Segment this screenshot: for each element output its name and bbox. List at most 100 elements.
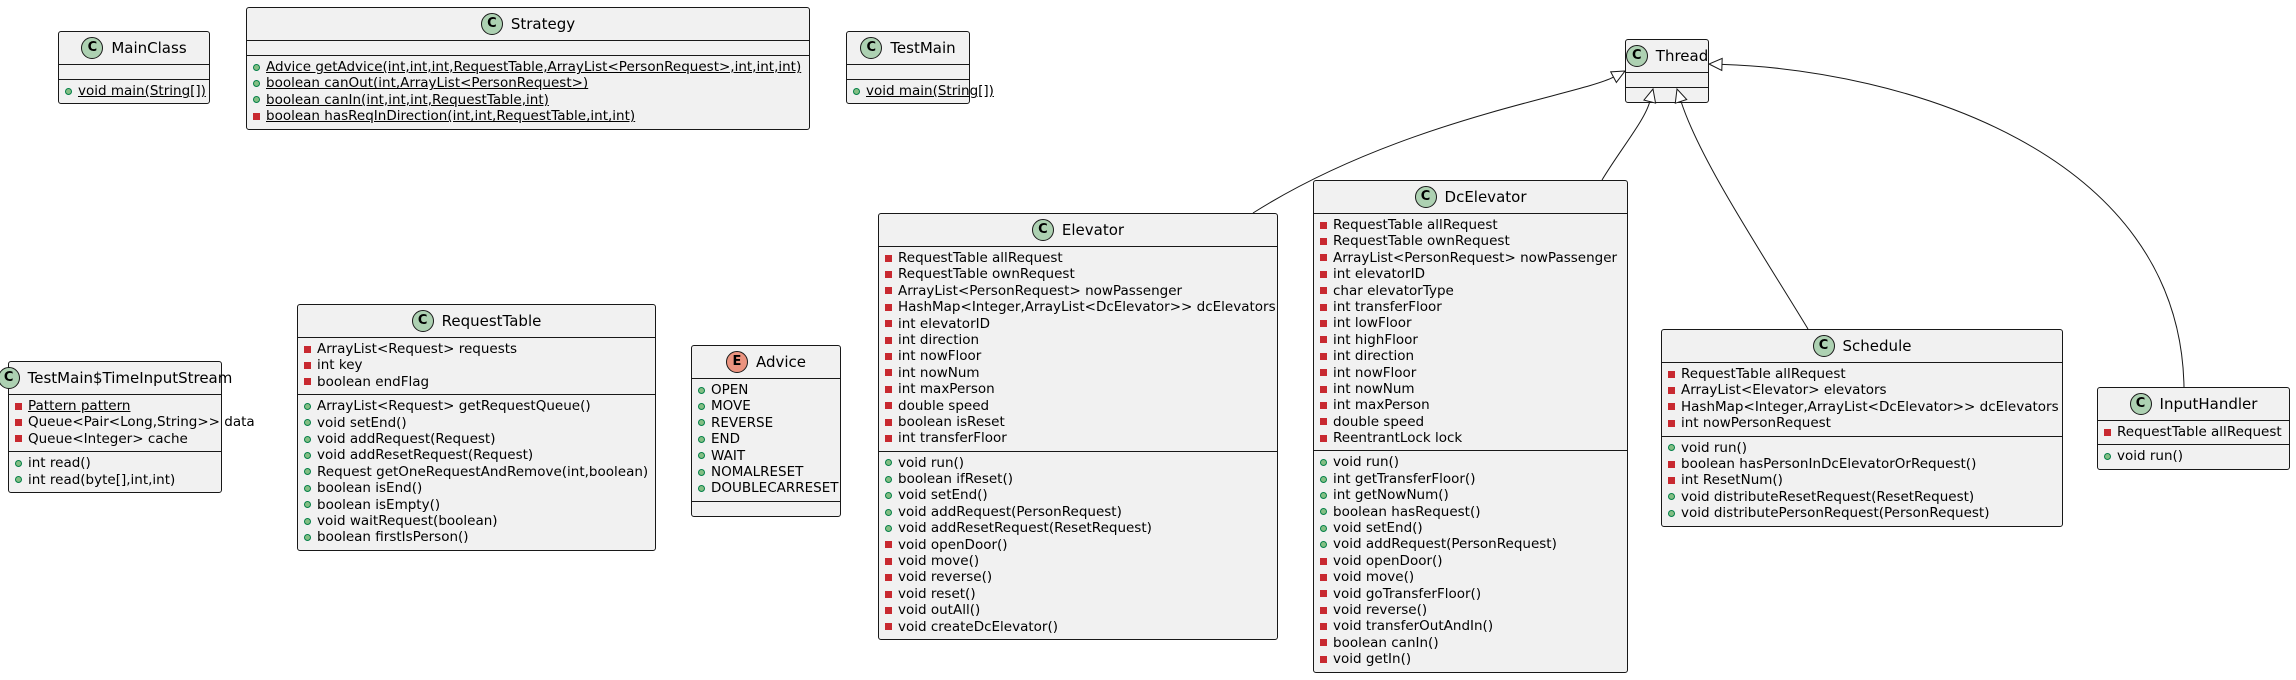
class-badge-icon: C <box>480 13 503 35</box>
methods-section: Advice getAdvice(int,int,int,RequestTabl… <box>247 55 809 129</box>
method-text: void setEnd() <box>898 487 988 504</box>
method-text: void run() <box>1333 454 1400 471</box>
class-header: C Strategy <box>247 8 809 40</box>
public-visibility-icon <box>304 533 311 541</box>
method-text: void transferOutAndIn() <box>1333 618 1494 635</box>
method-row: void setEnd() <box>1314 520 1627 536</box>
public-visibility-icon <box>698 419 705 427</box>
public-visibility-icon <box>698 452 705 460</box>
method-text: void openDoor() <box>898 536 1008 553</box>
attribute-row: END <box>692 431 840 447</box>
method-text: boolean ifReset() <box>898 471 1014 488</box>
class-name: Strategy <box>510 14 576 33</box>
class-name: Thread <box>1655 46 1709 65</box>
public-visibility-icon <box>1320 491 1327 499</box>
attribute-text: int direction <box>1333 348 1415 365</box>
public-visibility-icon <box>304 484 311 492</box>
method-text: boolean canIn(int,int,int,RequestTable,i… <box>266 91 549 108</box>
method-text: boolean hasReqInDirection(int,int,Reques… <box>266 108 636 125</box>
public-visibility-icon <box>1320 459 1327 467</box>
private-visibility-icon <box>885 606 892 614</box>
attribute-row: OPEN <box>692 382 840 398</box>
private-visibility-icon <box>1320 434 1327 442</box>
method-text: void run() <box>2117 448 2184 465</box>
public-visibility-icon <box>253 96 260 104</box>
attribute-row: int elevatorID <box>879 316 1277 332</box>
public-visibility-icon <box>1320 541 1327 549</box>
public-visibility-icon <box>885 508 892 516</box>
method-text: void move() <box>1333 569 1415 586</box>
method-text: boolean canIn() <box>1333 634 1439 651</box>
method-row: void addRequest(PersonRequest) <box>879 504 1277 520</box>
attribute-text: Queue<Pair<Long,String>> data <box>28 414 255 431</box>
attribute-row: ReentrantLock lock <box>1314 430 1627 446</box>
method-row: boolean ifReset() <box>879 471 1277 487</box>
private-visibility-icon <box>885 369 892 377</box>
method-row: void transferOutAndIn() <box>1314 618 1627 634</box>
methods-section: void main(String[]) <box>847 79 994 103</box>
method-text: void move() <box>898 553 980 570</box>
private-visibility-icon <box>885 434 892 442</box>
attribute-row: int elevatorID <box>1314 266 1627 282</box>
public-visibility-icon <box>885 524 892 532</box>
class-badge-icon: C <box>2129 393 2152 415</box>
private-visibility-icon <box>885 590 892 598</box>
method-text: void createDcElevator() <box>898 618 1059 635</box>
method-row: int getTransferFloor() <box>1314 471 1627 487</box>
class-badge-icon: C <box>1031 219 1054 241</box>
attribute-row: double speed <box>879 398 1277 414</box>
class-name: Schedule <box>1842 336 1912 355</box>
private-visibility-icon <box>885 353 892 361</box>
attribute-text: END <box>711 431 741 448</box>
method-text: boolean isEmpty() <box>317 496 441 513</box>
private-visibility-icon <box>1320 418 1327 426</box>
attribute-row: RequestTable allRequest <box>1314 217 1627 233</box>
method-text: void distributeResetRequest(ResetRequest… <box>1681 488 1975 505</box>
class-name: TestMain$TimeInputStream <box>27 368 233 387</box>
attribute-text: int nowFloor <box>1333 364 1417 381</box>
attribute-text: ArrayList<Elevator> elevators <box>1681 382 1887 399</box>
methods-section: void run()int getTransferFloor()int getN… <box>1314 450 1627 671</box>
attribute-text: OPEN <box>711 382 749 398</box>
attribute-text: RequestTable allRequest <box>1333 217 1498 233</box>
attribute-text: int direction <box>898 331 980 348</box>
method-row: void move() <box>1314 569 1627 585</box>
attribute-row: int key <box>298 357 655 373</box>
inheritance-edge-schedule <box>1680 101 1809 330</box>
method-row: boolean canIn() <box>1314 635 1627 651</box>
methods-section: int read()int read(byte[],int,int) <box>9 451 221 492</box>
attribute-text: double speed <box>898 397 990 414</box>
attribute-text: DOUBLECARRESET <box>711 480 839 497</box>
attribute-text: int transferFloor <box>898 430 1007 447</box>
private-visibility-icon <box>15 435 22 443</box>
method-row: void main(String[]) <box>59 83 209 99</box>
class-badge-icon: C <box>0 367 20 389</box>
class-name: TestMain <box>890 38 956 57</box>
methods-section: void run()boolean ifReset()void setEnd()… <box>879 450 1277 639</box>
attribute-text: int elevatorID <box>1333 266 1425 283</box>
public-visibility-icon <box>885 492 892 500</box>
public-visibility-icon <box>65 87 72 95</box>
public-visibility-icon <box>885 475 892 483</box>
method-row: void openDoor() <box>879 537 1277 553</box>
method-row: void addResetRequest(ResetRequest) <box>879 520 1277 536</box>
method-row: int ResetNum() <box>1662 472 2062 488</box>
method-text: void main(String[]) <box>78 83 206 99</box>
methods-section: void main(String[]) <box>59 79 209 103</box>
methods-section <box>692 500 840 516</box>
attribute-row: RequestTable ownRequest <box>1314 233 1627 249</box>
method-row: void run() <box>1662 440 2062 456</box>
public-visibility-icon <box>698 468 705 476</box>
inheritance-arrowhead-icon <box>1707 57 1723 72</box>
class-badge-icon: C <box>860 37 883 59</box>
method-row: boolean canIn(int,int,int,RequestTable,i… <box>247 92 809 108</box>
method-text: int read() <box>28 455 91 472</box>
